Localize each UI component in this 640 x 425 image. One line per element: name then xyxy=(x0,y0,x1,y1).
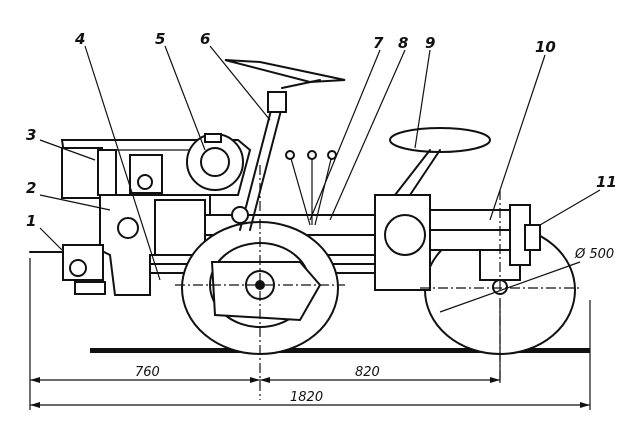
rear-axle xyxy=(374,194,541,291)
seat xyxy=(389,127,491,196)
diameter-leader xyxy=(29,258,581,410)
leader-lines xyxy=(39,45,601,281)
dimension-lines xyxy=(30,300,591,410)
dimension-1820: 1820 xyxy=(290,390,323,405)
dimension-diameter: Ø 500 xyxy=(574,247,614,262)
ground-line xyxy=(90,348,590,353)
control-levers xyxy=(285,150,337,226)
label-6: 6 xyxy=(200,30,210,48)
label-8: 8 xyxy=(398,34,408,52)
dimension-760: 760 xyxy=(135,365,160,380)
label-11: 11 xyxy=(596,173,617,191)
steering-assembly xyxy=(224,59,346,231)
label-10: 10 xyxy=(535,38,556,56)
label-3: 3 xyxy=(26,126,36,144)
label-9: 9 xyxy=(425,34,435,52)
engine-hood xyxy=(60,133,252,199)
front-hitch xyxy=(29,244,106,295)
dimension-820: 820 xyxy=(355,365,380,380)
label-5: 5 xyxy=(155,30,165,48)
label-4: 4 xyxy=(74,30,85,48)
label-2: 2 xyxy=(26,179,36,197)
label-1: 1 xyxy=(26,212,36,230)
label-7: 7 xyxy=(373,34,384,52)
